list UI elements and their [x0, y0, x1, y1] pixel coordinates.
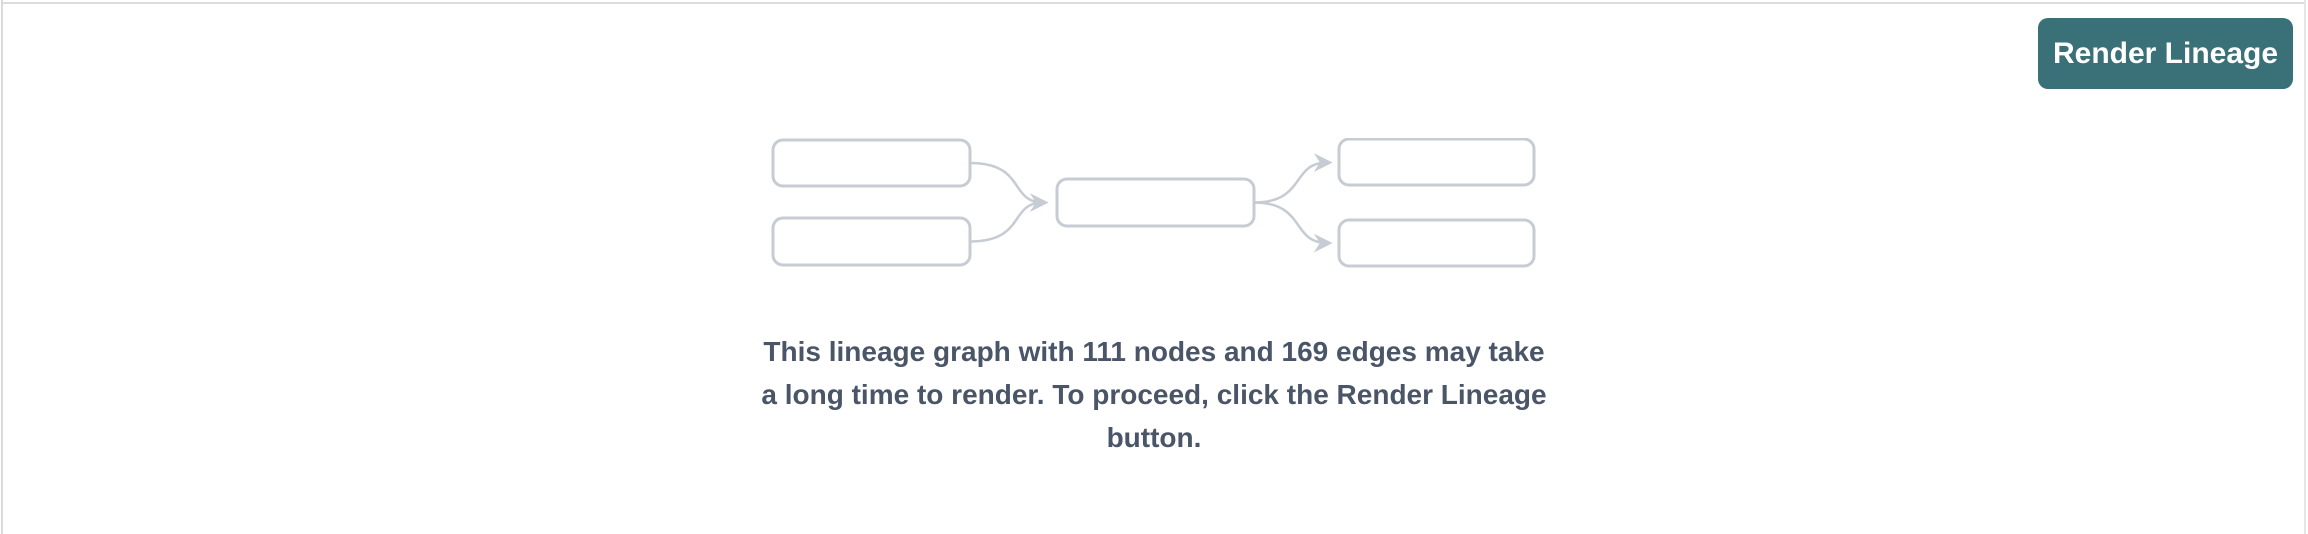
node-box-target-bottom	[1337, 218, 1536, 268]
message-line-2: a long time to render. To proceed, click…	[761, 379, 1547, 410]
edge-arrow-center-to-target-bottom	[1253, 201, 1333, 253]
edge-arrow-source-bottom-to-center	[969, 201, 1044, 243]
node-box-source-top	[771, 138, 972, 188]
node-box-target-top	[1337, 137, 1536, 187]
node-box-center	[1055, 177, 1256, 228]
panel-right-border	[2304, 0, 2306, 534]
message-line-3: button.	[1106, 422, 1202, 453]
node-box-source-bottom	[771, 216, 972, 267]
lineage-warning-message: This lineage graph with 111 nodes and 16…	[0, 330, 2308, 459]
edge-arrow-source-top-to-center	[969, 161, 1049, 212]
render-lineage-button[interactable]: Render Lineage	[2038, 18, 2293, 89]
panel-left-border	[1, 0, 3, 534]
lineage-placeholder-svg	[771, 137, 1536, 268]
lineage-placeholder-diagram	[771, 137, 1537, 270]
edge-arrow-center-to-target-top	[1253, 153, 1333, 204]
message-line-1: This lineage graph with 111 nodes and 16…	[763, 336, 1545, 367]
panel-top-border	[1, 2, 2306, 4]
